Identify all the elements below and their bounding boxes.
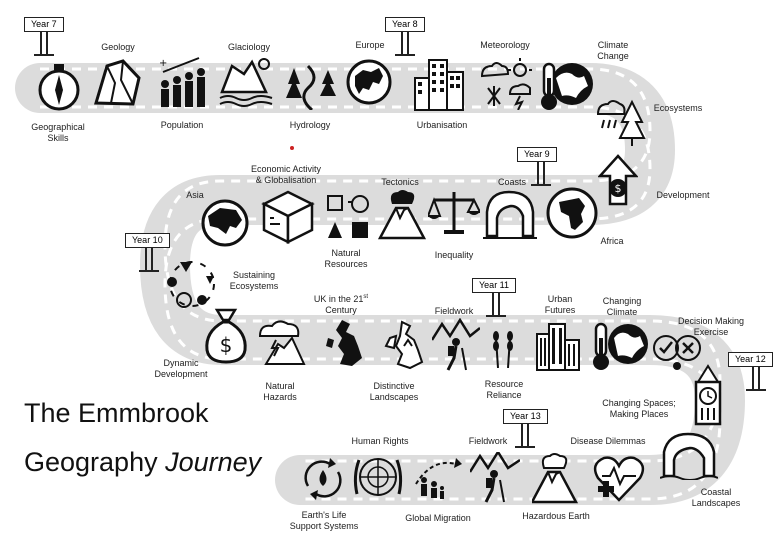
page-title-line-1: The Emmbrook — [24, 398, 209, 428]
label-distinctive-landscapes: Distinctive Landscapes — [369, 381, 419, 402]
label-development: Development — [656, 190, 710, 200]
label-natural-hazards: Natural Hazards — [263, 381, 297, 402]
un-emblem-icon — [353, 458, 403, 496]
label-human-rights: Human Rights — [351, 436, 409, 446]
label-inequality: Inequality — [434, 250, 474, 260]
volcano-icon — [378, 190, 426, 240]
box-icon — [261, 190, 315, 244]
rock-icon — [94, 59, 141, 106]
label-geographical-skills: Geographical Skills — [31, 122, 85, 143]
label-uk-21st-century: UK in the 21st Century — [313, 294, 369, 315]
label-africa: Africa — [600, 236, 624, 246]
svg-text:+: + — [159, 58, 167, 69]
label-disease-dilemmas: Disease Dilemmas — [570, 436, 646, 446]
label-meteorology: Meteorology — [480, 40, 530, 50]
africa-globe-icon — [546, 187, 598, 239]
resources-icon — [327, 195, 369, 238]
population-icon: + — [159, 57, 205, 107]
europe-globe-icon — [346, 59, 392, 105]
label-europe: Europe — [355, 40, 385, 50]
sign-year-12: Year 12 — [728, 352, 778, 394]
ecosystem-cycle-icon — [167, 261, 215, 308]
money-bag-icon: $ — [205, 308, 247, 364]
label-fieldwork-13: Fieldwork — [468, 436, 508, 446]
thermometer-globe-icon — [541, 62, 557, 110]
thermometer-globe-icon-2 — [593, 322, 648, 370]
money-arrow-icon: $ — [598, 154, 638, 206]
wheat-icon — [493, 331, 513, 368]
label-decision-making: Decision Making Exercise — [677, 316, 745, 337]
sign-year-11: Year 11 — [472, 278, 522, 320]
river-icon — [286, 64, 336, 110]
label-population: Population — [160, 120, 204, 130]
buildings-icon — [536, 323, 580, 371]
coastal-arch-icon — [660, 432, 718, 480]
compass-icon — [38, 64, 80, 111]
label-fieldwork: Fieldwork — [434, 306, 474, 316]
hiker-icon — [432, 318, 480, 371]
label-climate-change: Climate Change — [597, 40, 629, 61]
big-ben-icon — [694, 364, 722, 426]
label-ecosystems: Ecosystems — [653, 103, 703, 113]
hiker-icon-2 — [470, 452, 520, 503]
label-changing-spaces: Changing Spaces; Making Places — [602, 398, 676, 419]
globe-icon — [551, 63, 593, 105]
label-coasts: Coasts — [497, 177, 526, 187]
city-icon — [414, 59, 464, 111]
sign-year-9: Year 9 — [517, 147, 567, 189]
page-title-line-2: Geography Journey — [24, 447, 262, 477]
label-glaciology: Glaciology — [227, 42, 271, 52]
decision-icon — [653, 335, 701, 370]
label-geology: Geology — [101, 42, 135, 52]
sign-year-8: Year 8 — [385, 17, 435, 59]
label-natural-resources: Natural Resources — [324, 248, 368, 269]
volcano-icon-2 — [532, 453, 578, 504]
label-tectonics: Tectonics — [381, 177, 419, 187]
asia-globe-icon — [201, 199, 249, 247]
label-dynamic-development: Dynamic Development — [154, 358, 208, 379]
label-economic-activity: Economic Activity & Globalisation — [250, 164, 322, 185]
uk-map-icon — [326, 320, 362, 366]
glacier-icon — [219, 58, 273, 107]
label-hydrology: Hydrology — [289, 120, 331, 130]
water-cycle-icon — [304, 458, 342, 500]
svg-text:$: $ — [615, 182, 622, 195]
migration-icon — [415, 458, 462, 499]
label-earths-life-support: Earth's Life Support Systems — [289, 510, 359, 531]
weather-icon — [480, 58, 532, 110]
svg-text:$: $ — [220, 333, 233, 357]
label-asia: Asia — [186, 190, 204, 200]
sign-year-13: Year 13 — [503, 409, 553, 451]
label-global-migration: Global Migration — [405, 513, 471, 523]
scales-icon — [428, 192, 480, 234]
storm-icon — [258, 320, 306, 365]
label-resource-reliance: Resource Reliance — [484, 379, 524, 400]
label-changing-climate: Changing Climate — [602, 296, 642, 317]
label-urban-futures: Urban Futures — [544, 294, 576, 315]
label-sustaining-ecosystems: Sustaining Ecosystems — [229, 270, 279, 291]
label-urbanisation: Urbanisation — [416, 120, 468, 130]
arch-icon — [483, 190, 537, 239]
label-coastal-landscapes: Coastal Landscapes — [691, 487, 741, 508]
heart-health-icon — [593, 456, 645, 502]
forest-icon — [596, 99, 646, 146]
sign-year-7: Year 7 — [24, 17, 74, 59]
sign-year-10: Year 10 — [125, 233, 175, 275]
label-hazardous-earth: Hazardous Earth — [522, 511, 590, 521]
landscape-map-icon — [384, 320, 424, 370]
